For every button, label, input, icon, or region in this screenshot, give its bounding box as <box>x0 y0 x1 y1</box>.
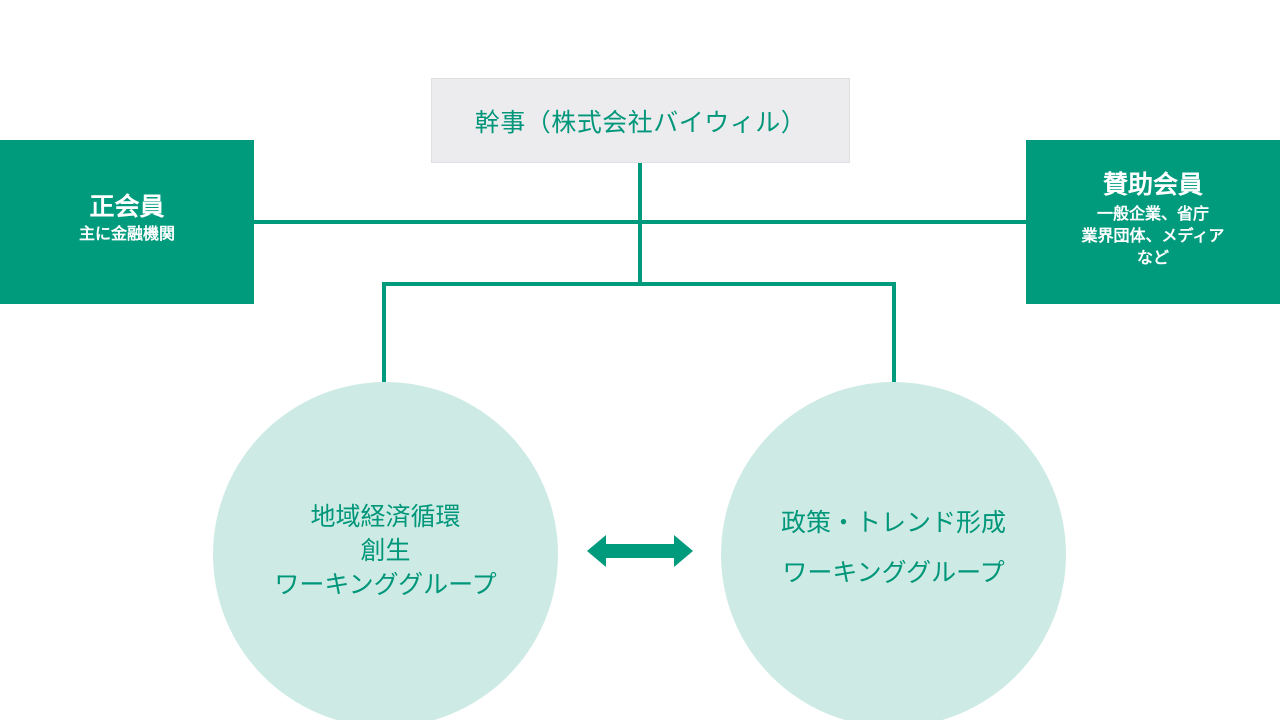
secretariat-box: 幹事（株式会社バイウィル） <box>431 78 850 163</box>
regional-working-group-label: 地域経済循環 創生 ワーキンググループ <box>274 500 496 602</box>
regular-members-title: 正会員 <box>89 192 165 221</box>
working-group-label-line: ワーキンググループ <box>782 558 1005 587</box>
double-arrow-icon <box>587 535 693 567</box>
supporting-members-subtitle-line: 業界団体、メディア <box>1081 226 1225 245</box>
working-group-label-line: 地域経済循環 <box>310 501 461 531</box>
regional-economy-working-group: 地域経済循環 創生 ワーキンググループ <box>213 382 558 720</box>
working-group-label-line: ワーキンググループ <box>274 569 497 599</box>
supporting-members-title: 賛助会員 <box>1102 170 1203 199</box>
working-group-label-line: 政策・トレンド形成 <box>780 508 1006 537</box>
policy-trend-working-group: 政策・トレンド形成 ワーキンググループ <box>721 382 1066 720</box>
working-group-branch-line <box>382 282 896 384</box>
secretariat-label: 幹事（株式会社バイウィル） <box>474 107 807 137</box>
policy-working-group-label: 政策・トレンド形成 ワーキンググループ <box>781 498 1006 598</box>
working-group-label-line: 創生 <box>360 535 411 565</box>
supporting-members-subtitle-line: 一般企業、省庁 <box>1096 204 1209 223</box>
supporting-members-box: 賛助会員 一般企業、省庁 業界団体、メディア など <box>1026 140 1280 304</box>
regular-members-subtitle: 主に金融機関 <box>78 224 175 243</box>
supporting-members-subtitle-line: など <box>1136 248 1169 267</box>
regular-members-box: 正会員 主に金融機関 <box>0 140 254 304</box>
